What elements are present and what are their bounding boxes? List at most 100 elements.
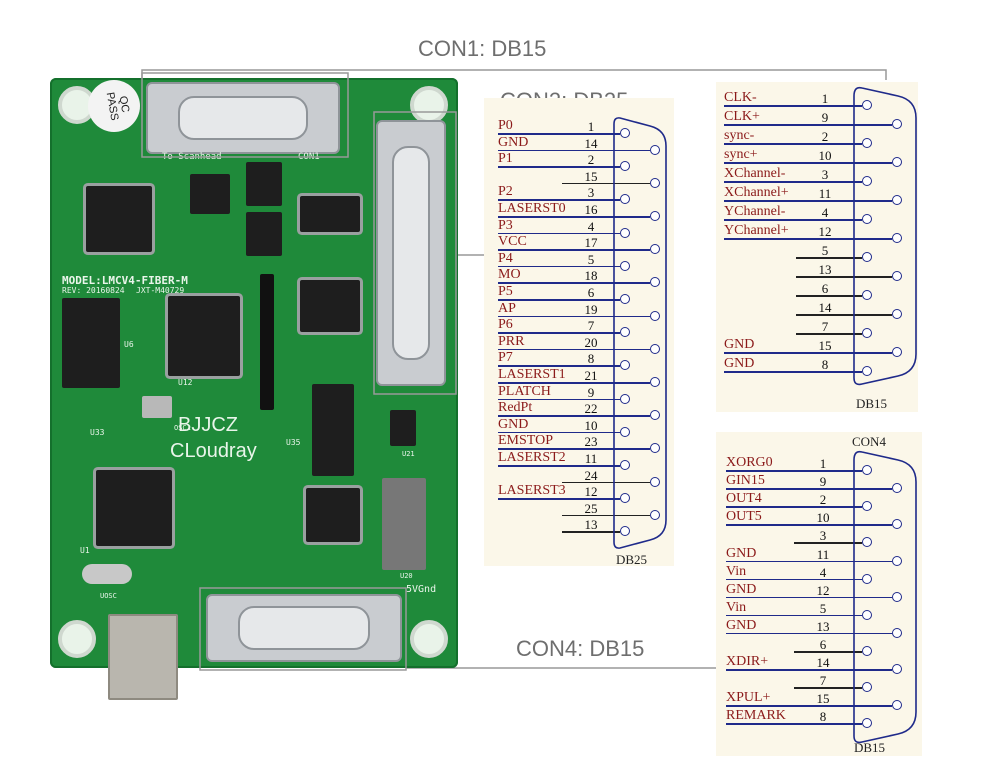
pin-number: 1 xyxy=(819,456,827,471)
pin-wire xyxy=(498,249,650,251)
pin-label: GIN15 xyxy=(726,473,765,489)
ic-bank-1 xyxy=(312,384,354,476)
pin-number: 12 xyxy=(818,224,832,239)
pin-contact xyxy=(892,664,902,675)
pin-label: GND xyxy=(724,356,755,371)
pin-wire xyxy=(724,124,892,126)
pin-contact xyxy=(892,233,902,243)
pin-contact xyxy=(620,360,630,371)
usb-controller-chip xyxy=(96,470,172,546)
pin-wire xyxy=(724,371,862,373)
pin-number: 7 xyxy=(587,318,595,334)
con2-highlight xyxy=(373,111,457,395)
con1-shell xyxy=(178,96,308,140)
pin-label: PRR xyxy=(498,333,525,349)
pin-number: 19 xyxy=(584,301,598,317)
pin-wire xyxy=(726,524,892,526)
db15-con4-outline xyxy=(853,450,917,744)
pin-contact xyxy=(862,290,872,300)
pin-contact xyxy=(862,646,872,656)
pin-wire xyxy=(498,448,650,450)
oscillator-osc1 xyxy=(142,396,172,418)
model-label: MODEL:LMCV4-FIBER-M xyxy=(62,274,188,287)
pin-number: 3 xyxy=(819,528,827,544)
pin-wire xyxy=(498,348,650,351)
pin-number: 25 xyxy=(584,500,598,516)
pin-number: 7 xyxy=(821,319,829,334)
u20-label: U20 xyxy=(400,572,413,580)
pin-label: LASERST3 xyxy=(498,483,566,499)
pin-label: RedPt xyxy=(498,400,533,416)
regulator-u21 xyxy=(390,410,416,446)
pin-contact xyxy=(862,214,872,224)
pin-contact xyxy=(892,271,902,281)
pin-label: VCC xyxy=(498,234,527,250)
pin-contact xyxy=(650,177,660,188)
pin-label: P5 xyxy=(498,284,513,299)
pin-wire xyxy=(726,705,892,707)
pin-contact xyxy=(892,555,902,566)
pin-wire xyxy=(726,560,892,562)
pin-label: EMSTOP xyxy=(498,433,553,449)
pin-wire xyxy=(562,182,650,185)
pin-wire xyxy=(562,531,620,533)
pin-label: OUT4 xyxy=(726,491,762,507)
pin-number: 7 xyxy=(819,673,827,689)
pin-wire xyxy=(724,219,862,221)
pin-label: GND xyxy=(498,416,529,432)
pin-label: GND xyxy=(724,337,755,352)
ic-u11 xyxy=(190,174,230,214)
pin-wire xyxy=(498,382,650,384)
db15-con4-caption: DB15 xyxy=(854,740,886,755)
db15-con1-caption: DB15 xyxy=(856,396,888,411)
pin-number: 24 xyxy=(584,467,598,483)
db25-outline xyxy=(613,117,667,549)
pin-contact xyxy=(620,161,630,172)
pin-contact xyxy=(620,327,630,338)
pin-label: XChannel- xyxy=(724,166,786,181)
pin-number: 18 xyxy=(584,268,598,284)
pin-number: 1 xyxy=(587,119,595,134)
pin-wire xyxy=(796,257,862,259)
pin-wire xyxy=(796,333,862,335)
pin-wire xyxy=(498,315,650,318)
pin-number: 5 xyxy=(821,243,829,258)
pin-number: 17 xyxy=(584,235,598,251)
pin-contact xyxy=(620,227,630,238)
brand-cloudray: CLoudray xyxy=(170,440,257,462)
pin-number: 20 xyxy=(584,334,598,350)
con4-shell xyxy=(238,606,370,650)
pin-wire xyxy=(726,470,862,472)
pin-wire xyxy=(724,162,892,164)
u1-label: U1 xyxy=(80,546,90,555)
pin-wire xyxy=(498,299,620,301)
pin-wire xyxy=(796,276,892,278)
pin-number: 6 xyxy=(821,281,829,296)
memory-chip-u6 xyxy=(62,298,120,388)
pin-wire xyxy=(498,415,650,417)
pin-contact xyxy=(650,277,660,288)
pin-wire xyxy=(726,488,892,490)
pin-contact xyxy=(892,119,902,129)
pin-contact xyxy=(892,483,902,494)
pin-number: 2 xyxy=(587,152,595,168)
pin-number: 21 xyxy=(584,368,598,383)
pin-number: 4 xyxy=(821,205,829,220)
pin-number: 16 xyxy=(584,202,598,217)
pin-label: LASERST2 xyxy=(498,450,566,465)
con1-connector xyxy=(146,82,340,154)
con2-shell xyxy=(392,146,430,360)
con4-highlight xyxy=(199,587,407,671)
pin-wire xyxy=(498,332,620,334)
ic-optocoupler-1 xyxy=(246,162,282,206)
pin-number: 9 xyxy=(587,384,595,400)
pin-number: 9 xyxy=(821,110,829,125)
pin-wire xyxy=(498,216,650,218)
pin-wire xyxy=(562,481,650,484)
pin-number: 13 xyxy=(816,618,830,634)
pin-contact xyxy=(862,328,872,338)
pin-contact xyxy=(620,393,630,404)
pin-contact xyxy=(862,366,872,376)
pin-number: 2 xyxy=(819,492,827,508)
